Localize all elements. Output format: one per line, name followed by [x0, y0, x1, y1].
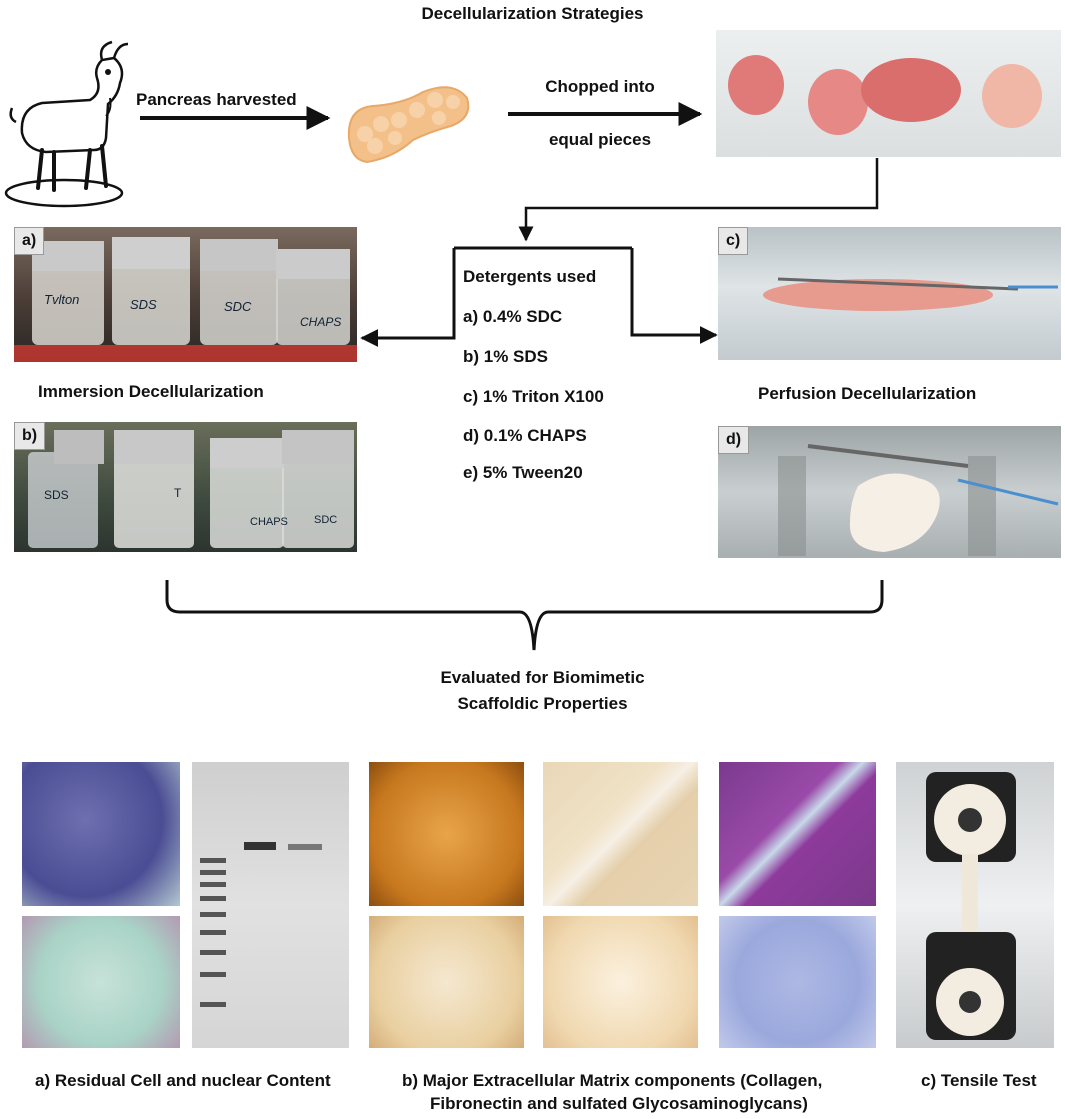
gag-decell [719, 916, 876, 1048]
fibronectin-decell [543, 916, 698, 1048]
detergent-item: d) 0.1% CHAPS [463, 426, 587, 445]
chopped-label-line2: equal pieces [548, 130, 652, 149]
dna-gel [192, 762, 349, 1048]
jar-label: T [174, 486, 182, 500]
perfusion-photo-d: d) [718, 426, 1061, 558]
jar-label: SDS [130, 297, 157, 312]
perfusion-label: Perfusion Decellularization [758, 384, 977, 403]
chopped-label-line1: Chopped into [545, 77, 655, 96]
panel-tag-a: a) [14, 227, 45, 255]
evaluated-line2: Scaffoldic Properties [457, 694, 628, 713]
diagram-title: Decellularization Strategies [421, 4, 644, 23]
he-stain-native [22, 762, 180, 906]
evaluated-line1: Evaluated for Biomimetic [440, 668, 645, 687]
pancreas-icon [347, 86, 470, 164]
panel-tag-d: d) [718, 426, 750, 454]
gag-native [719, 762, 876, 906]
caption-ecm-line2: Fibronectin and sulfated Glycosaminoglyc… [430, 1094, 808, 1113]
immersion-photo-b: SDS T CHAPS SDC b) [14, 422, 357, 552]
panel-tag-c: c) [718, 227, 749, 255]
jar-label: SDS [44, 488, 69, 502]
jar-label: SDC [224, 299, 252, 314]
goat-icon [4, 40, 129, 208]
detergent-item: b) 1% SDS [463, 347, 549, 366]
detergent-item: c) 1% Triton X100 [463, 387, 604, 406]
detergents-header: Detergents used [463, 267, 597, 286]
collagen-decell [369, 916, 524, 1048]
detergent-item: e) 5% Tween20 [463, 463, 583, 482]
detergent-item: a) 0.4% SDC [463, 307, 563, 326]
panel-tag-b: b) [14, 422, 46, 450]
caption-residual: a) Residual Cell and nuclear Content [35, 1071, 331, 1090]
perfusion-photo-c: c) [718, 227, 1061, 360]
jar-label: SDC [314, 514, 338, 526]
jar-label: CHAPS [300, 315, 342, 329]
caption-ecm-line1: b) Major Extracellular Matrix components… [402, 1071, 823, 1090]
jar-label: Tvlton [44, 292, 80, 307]
immersion-photo-a: Tvlton SDS SDC CHAPS a) [14, 227, 357, 362]
tensile-test-photo [896, 762, 1054, 1048]
tissue-pieces-photo [716, 30, 1061, 157]
immersion-label: Immersion Decellularization [38, 382, 264, 401]
caption-tensile: c) Tensile Test [921, 1071, 1037, 1090]
he-stain-decell [22, 916, 180, 1048]
jar-label: CHAPS [250, 516, 288, 528]
fibronectin-native [543, 762, 698, 906]
collagen-native [369, 762, 524, 906]
pancreas-harvested-label: Pancreas harvested [136, 90, 297, 109]
